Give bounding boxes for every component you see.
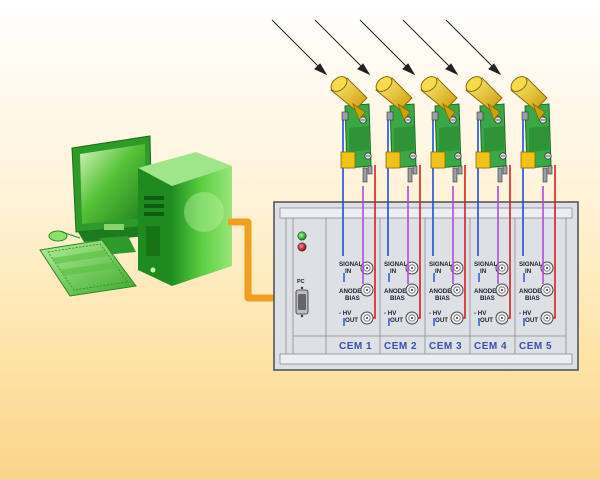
signal-in-label: IN — [390, 268, 397, 275]
desktop-computer-icon — [39, 135, 232, 297]
anode-bias-label: BIAS — [390, 295, 405, 302]
anode-bias-label: BIAS — [435, 295, 450, 302]
pc-serial-connector — [295, 286, 309, 318]
cem-channel-label: CEM 3 — [429, 341, 462, 352]
bnc-connector-icon — [405, 283, 419, 297]
led-green-icon — [297, 231, 307, 241]
signal-in-label: IN — [525, 268, 532, 275]
tower-case — [138, 152, 232, 286]
hv-wire — [508, 165, 511, 319]
pc-cable — [228, 218, 296, 302]
hv-out-label: OUT — [435, 317, 448, 324]
signal-in-label: IN — [345, 268, 352, 275]
bnc-connector-icon — [540, 283, 554, 297]
channel-electron-multiplier-icon — [420, 76, 463, 183]
anode-bias-label: ANODE — [519, 288, 541, 295]
anode-bias-label: BIAS — [525, 295, 540, 302]
hv-out-label: OUT — [345, 317, 358, 324]
anode-bias-label: ANODE — [384, 288, 406, 295]
hv-out-label: - HV — [474, 310, 487, 317]
anode-bias-label: BIAS — [345, 295, 360, 302]
bnc-connector-icon — [405, 311, 419, 325]
cem-channel-label: CEM 1 — [339, 341, 372, 352]
hv-wire — [463, 165, 466, 319]
channel-electron-multiplier-icon — [375, 76, 418, 183]
signal-in-label: IN — [480, 268, 487, 275]
hv-out-label: OUT — [525, 317, 538, 324]
cem-channel-label: CEM 5 — [519, 341, 552, 352]
hv-out-label: - HV — [519, 310, 532, 317]
anode-bias-label: ANODE — [429, 288, 451, 295]
hv-out-label: - HV — [429, 310, 442, 317]
bnc-connector-icon — [450, 311, 464, 325]
control-panel: PC — [295, 231, 309, 318]
channel-electron-multiplier-icon — [510, 76, 553, 183]
electronics-chassis — [273, 201, 579, 371]
bnc-connector-icon — [540, 311, 554, 325]
anode-bias-label: ANODE — [339, 288, 361, 295]
bnc-connector-icon — [360, 283, 374, 297]
cem-channel-label: CEM 2 — [384, 341, 417, 352]
signal-in-label: SIGNAL — [339, 261, 363, 268]
signal-in-label: SIGNAL — [429, 261, 453, 268]
cem-channel-label: CEM 4 — [474, 341, 507, 352]
incoming-particle-arrows — [271, 19, 502, 76]
signal-in-label: SIGNAL — [474, 261, 498, 268]
signal-in-label: SIGNAL — [519, 261, 543, 268]
pc-port-label: PC — [297, 279, 305, 285]
hv-out-label: - HV — [384, 310, 397, 317]
channel-electron-multiplier-icon — [330, 76, 373, 183]
anode-bias-label: ANODE — [474, 288, 496, 295]
monitor — [71, 135, 153, 256]
led-red-icon — [297, 242, 307, 252]
hv-wire — [553, 165, 556, 319]
hv-out-label: OUT — [480, 317, 493, 324]
keyboard — [39, 239, 137, 297]
hv-out-label: OUT — [390, 317, 403, 324]
bnc-connector-icon — [495, 311, 509, 325]
channel-electron-multiplier-icon — [465, 76, 508, 183]
signal-in-label: IN — [435, 268, 442, 275]
bnc-connector-icon — [495, 283, 509, 297]
detector-heads — [330, 76, 553, 183]
bnc-connector-icon — [360, 311, 374, 325]
bnc-connector-icon — [450, 283, 464, 297]
mouse-icon — [48, 230, 68, 242]
signal-in-label: SIGNAL — [384, 261, 408, 268]
hv-out-label: - HV — [339, 310, 352, 317]
hv-wire — [373, 165, 376, 319]
anode-bias-label: BIAS — [480, 295, 495, 302]
hv-wire — [418, 165, 421, 319]
